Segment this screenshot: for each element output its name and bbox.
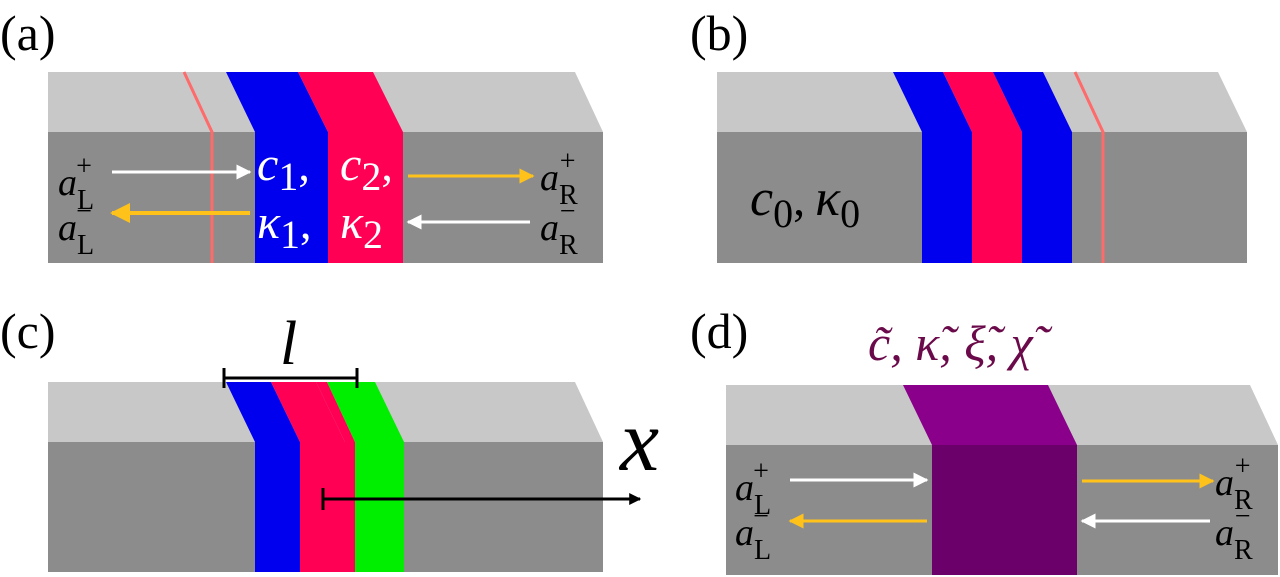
wave-aR-plus: aR+ (1215, 451, 1253, 516)
panel-label-d: (d) (690, 303, 748, 359)
wave-aR-minus: aR− (540, 196, 578, 261)
wave-aL-minus: aL− (735, 501, 771, 566)
panel-c: (c) l x (0, 303, 659, 572)
layer-blue-top (226, 382, 300, 442)
panel-label-c: (c) (0, 303, 56, 359)
panel-a: (a) aL+ aL− aR+ aR− c1, c2, κ1, κ2 (0, 5, 603, 263)
layer-blue-top (226, 72, 328, 132)
param-k2: κ2 (340, 196, 383, 257)
wave-aR-minus: aR− (1215, 501, 1253, 566)
panel-d: (d) c̃, κ̃, ξ̃, χ̃ aL+ aL− aR+ aR− (690, 303, 1278, 575)
layer-red-top-2 (316, 382, 355, 442)
param-k1: κ1, (257, 196, 312, 257)
layer-blue (922, 132, 972, 263)
layer-green (355, 442, 404, 572)
param-c0-k0: c0,κ0 (750, 170, 860, 236)
wave-aR-plus: aR+ (540, 146, 578, 211)
param-c1: c1, (257, 138, 310, 199)
wave-aL-minus: aL− (58, 196, 94, 261)
layer-red-2 (345, 442, 355, 572)
layer-blue-top-2 (993, 72, 1072, 132)
x-axis-label: x (618, 393, 659, 490)
layer-blue (255, 132, 328, 263)
interface-line (1073, 71, 1105, 263)
wave-aL-plus: aL+ (58, 151, 94, 216)
layer-red-top (298, 72, 403, 132)
effective-params-label: c̃, κ̃, ξ̃, χ̃ (868, 315, 1053, 371)
layer-effective (932, 445, 1077, 575)
wave-aL-plus: aL+ (735, 456, 771, 521)
layer-red (328, 132, 403, 263)
layer-red-top (943, 72, 1022, 132)
panel-label-a: (a) (0, 5, 56, 61)
param-c2: c2, (340, 138, 393, 199)
interface-line (182, 71, 214, 263)
length-label: l (280, 310, 297, 378)
layer-blue-top (893, 72, 972, 132)
layer-red-top (271, 382, 345, 442)
layer-effective-top (903, 385, 1077, 445)
layer-green-top (327, 382, 404, 442)
layer-blue-2 (1022, 132, 1072, 263)
layer-red (972, 132, 1022, 263)
layer-blue (255, 442, 300, 572)
panel-b: (b) c0,κ0 (690, 5, 1247, 263)
panel-label-b: (b) (690, 5, 748, 61)
